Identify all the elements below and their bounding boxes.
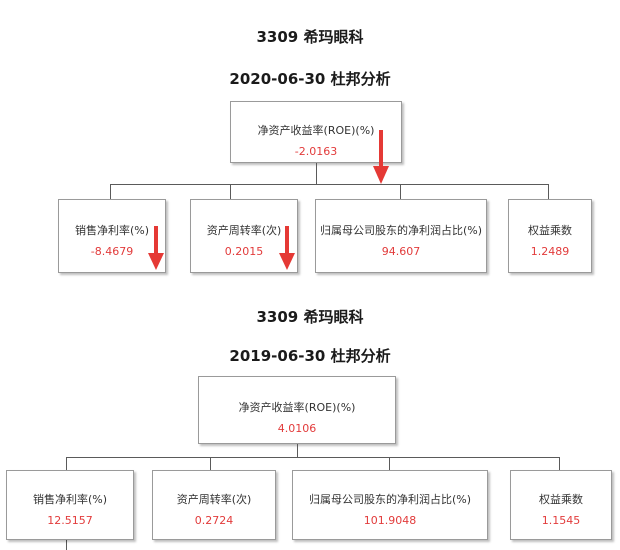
net-margin-box: 销售净利率(%) 12.5157 — [6, 470, 134, 540]
period-title: 2019-06-30 杜邦分析 — [229, 347, 391, 365]
dupont-diagram-2019: 3309 希玛眼科 2019-06-30 杜邦分析 净资产收益率(ROE)(%)… — [0, 290, 620, 550]
asset-turnover-label: 资产周转率(次) — [176, 493, 252, 506]
net-margin-value: 12.5157 — [47, 514, 93, 527]
connector-line — [297, 444, 298, 457]
equity-multiplier-value: 1.2489 — [530, 245, 570, 258]
equity-multiplier-label: 权益乘数 — [539, 493, 583, 506]
company-title: 3309 希玛眼科 — [256, 308, 364, 326]
roe-box: 净资产收益率(ROE)(%) 4.0106 — [198, 376, 396, 444]
parent-profit-share-box: 归属母公司股东的净利润占比(%) 94.607 — [315, 199, 487, 273]
asset-turnover-box: 资产周转率(次) 0.2724 — [152, 470, 276, 540]
company-title: 3309 希玛眼科 — [256, 28, 364, 46]
connector-line — [548, 184, 549, 199]
equity-multiplier-label: 权益乘数 — [528, 224, 572, 237]
asset-turnover-box: 资产周转率(次) 0.2015 — [190, 199, 298, 273]
roe-label: 净资产收益率(ROE)(%) — [257, 124, 375, 137]
connector-line — [210, 457, 211, 470]
connector-line — [66, 457, 560, 458]
connector-line — [400, 184, 401, 199]
connector-line — [110, 184, 111, 199]
connector-line — [389, 457, 390, 470]
connector-line — [110, 184, 549, 185]
parent-profit-share-value: 94.607 — [381, 245, 421, 258]
parent-profit-share-label: 归属母公司股东的净利润占比(%) — [308, 493, 472, 506]
net-margin-value: -8.4679 — [90, 245, 134, 258]
parent-profit-share-label: 归属母公司股东的净利润占比(%) — [319, 224, 483, 237]
parent-profit-share-value: 101.9048 — [363, 514, 417, 527]
down-arrow-icon — [373, 130, 389, 184]
asset-turnover-value: 0.2015 — [224, 245, 264, 258]
asset-turnover-value: 0.2724 — [194, 514, 234, 527]
equity-multiplier-value: 1.1545 — [541, 514, 581, 527]
net-margin-label: 销售净利率(%) — [32, 493, 108, 506]
parent-profit-share-box: 归属母公司股东的净利润占比(%) 101.9048 — [292, 470, 488, 540]
down-arrow-icon — [148, 226, 164, 270]
connector-line — [66, 457, 67, 470]
connector-line — [230, 184, 231, 199]
roe-box: 净资产收益率(ROE)(%) -2.0163 — [230, 101, 402, 163]
connector-line — [559, 457, 560, 470]
period-title: 2020-06-30 杜邦分析 — [229, 70, 391, 88]
dupont-diagram-2020: 3309 希玛眼科 2020-06-30 杜邦分析 净资产收益率(ROE)(%)… — [58, 28, 592, 273]
roe-label: 净资产收益率(ROE)(%) — [238, 401, 356, 414]
connector-line — [66, 540, 67, 550]
down-arrow-icon — [279, 226, 295, 270]
equity-multiplier-box: 权益乘数 1.1545 — [510, 470, 612, 540]
net-margin-box: 销售净利率(%) -8.4679 — [58, 199, 166, 273]
roe-value: 4.0106 — [277, 422, 317, 435]
equity-multiplier-box: 权益乘数 1.2489 — [508, 199, 592, 273]
net-margin-label: 销售净利率(%) — [74, 224, 150, 237]
asset-turnover-label: 资产周转率(次) — [206, 224, 282, 237]
roe-value: -2.0163 — [294, 145, 338, 158]
connector-line — [316, 163, 317, 184]
